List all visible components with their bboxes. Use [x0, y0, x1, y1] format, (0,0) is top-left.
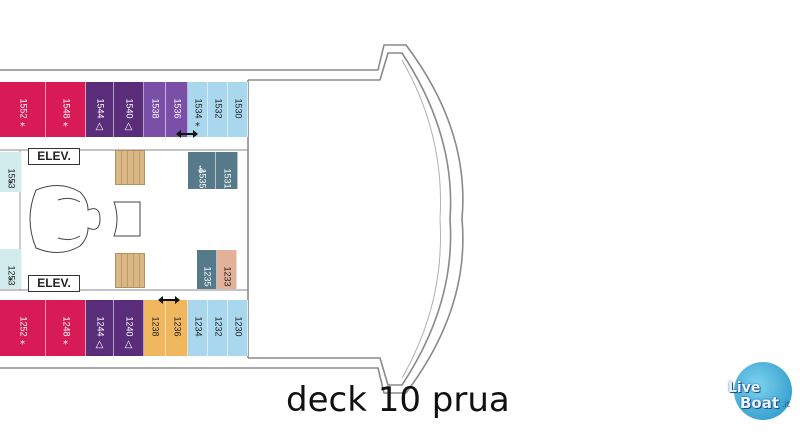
stairs-top	[115, 150, 145, 185]
logo-globe-icon	[734, 362, 792, 420]
cabin-number: 1238	[150, 316, 160, 337]
cabin-number: 1235	[202, 266, 212, 287]
cabin-number: 1233	[222, 266, 232, 287]
cabin-1240[interactable]: 1240 △	[114, 300, 144, 356]
cabin-1234[interactable]: 1234	[188, 300, 208, 356]
cabin-1236[interactable]: 1236	[166, 300, 188, 356]
connecting-door-arrow-top	[176, 130, 198, 138]
cabin-number: 1236	[172, 316, 182, 337]
cabin-number: 1530	[233, 98, 243, 119]
triangle-icon: △	[124, 339, 133, 350]
cabin-1552[interactable]: 1552 *	[0, 82, 46, 137]
cabin-number: 1552	[18, 98, 28, 119]
cabin-1532[interactable]: 1532	[208, 82, 228, 137]
cabin-1538[interactable]: 1538	[144, 82, 166, 137]
cabin-1230[interactable]: 1230	[228, 300, 248, 356]
logo-text-suffix: .it	[782, 400, 790, 409]
star-icon: *	[20, 121, 25, 132]
cabin-1531[interactable]: 1531	[216, 152, 238, 189]
cabin-1244[interactable]: 1244 △	[86, 300, 114, 356]
logo-text-line1: Live	[728, 380, 761, 396]
cabin-number: 1234	[193, 316, 203, 337]
triangle-icon: △	[95, 121, 104, 132]
cabin-number: 1534	[193, 98, 203, 119]
star-icon: *	[8, 276, 13, 287]
deck-caption: deck 10 prua	[286, 380, 510, 420]
cabin-number: 1536	[172, 98, 182, 119]
liveboat-logo: Live Boat .it	[720, 360, 798, 430]
cabin-number: 1540	[124, 98, 134, 119]
cabin-1540[interactable]: 1540 △	[114, 82, 144, 137]
cabin-1553[interactable]: 1553*	[0, 152, 22, 192]
triangle-icon: △	[124, 121, 133, 132]
cabin-1548[interactable]: 1548 *	[46, 82, 86, 137]
triangle-icon: △	[95, 339, 104, 350]
cabin-number: 1252	[18, 316, 28, 337]
cabin-1232[interactable]: 1232	[208, 300, 228, 356]
cabin-number: 1532	[213, 98, 223, 119]
cabin-1536[interactable]: 1536	[166, 82, 188, 137]
star-icon: *	[195, 121, 200, 132]
cabin-number: 1232	[213, 316, 223, 337]
star-icon: *	[8, 179, 13, 190]
star-icon: *	[63, 121, 68, 132]
cabin-1535[interactable]: 1535♿	[188, 152, 216, 189]
stairs-bottom	[115, 253, 145, 288]
cabin-1544[interactable]: 1544 △	[86, 82, 114, 137]
cabin-number: 1230	[233, 316, 243, 337]
cabin-number: 1538	[150, 98, 160, 119]
cabin-1252[interactable]: 1252 *	[0, 300, 46, 356]
cabin-number: 1531	[222, 168, 232, 189]
elevator-bottom-label: ELEV.	[28, 275, 80, 292]
cabin-number: 1244	[95, 316, 105, 337]
cabin-number: 1544	[95, 98, 105, 119]
cabin-1534[interactable]: 1534 *	[188, 82, 208, 137]
star-icon: *	[20, 339, 25, 350]
cabin-1530[interactable]: 1530	[228, 82, 248, 137]
connecting-door-arrow-bottom	[158, 296, 180, 304]
star-icon: *	[63, 339, 68, 350]
cabin-1235[interactable]: 1235	[197, 250, 217, 289]
cabin-1238[interactable]: 1238	[144, 300, 166, 356]
cabin-1253[interactable]: 1253*	[0, 249, 22, 289]
logo-text-line2: Boat	[740, 394, 780, 412]
cabin-number: 1548	[61, 98, 71, 119]
cabin-number: 1240	[124, 316, 134, 337]
cabin-number: 1248	[61, 316, 71, 337]
elevator-top-label: ELEV.	[28, 148, 80, 165]
cabin-1248[interactable]: 1248 *	[46, 300, 86, 356]
cabin-1233[interactable]: 1233	[217, 250, 237, 289]
wheelchair-icon: ♿	[197, 165, 206, 176]
